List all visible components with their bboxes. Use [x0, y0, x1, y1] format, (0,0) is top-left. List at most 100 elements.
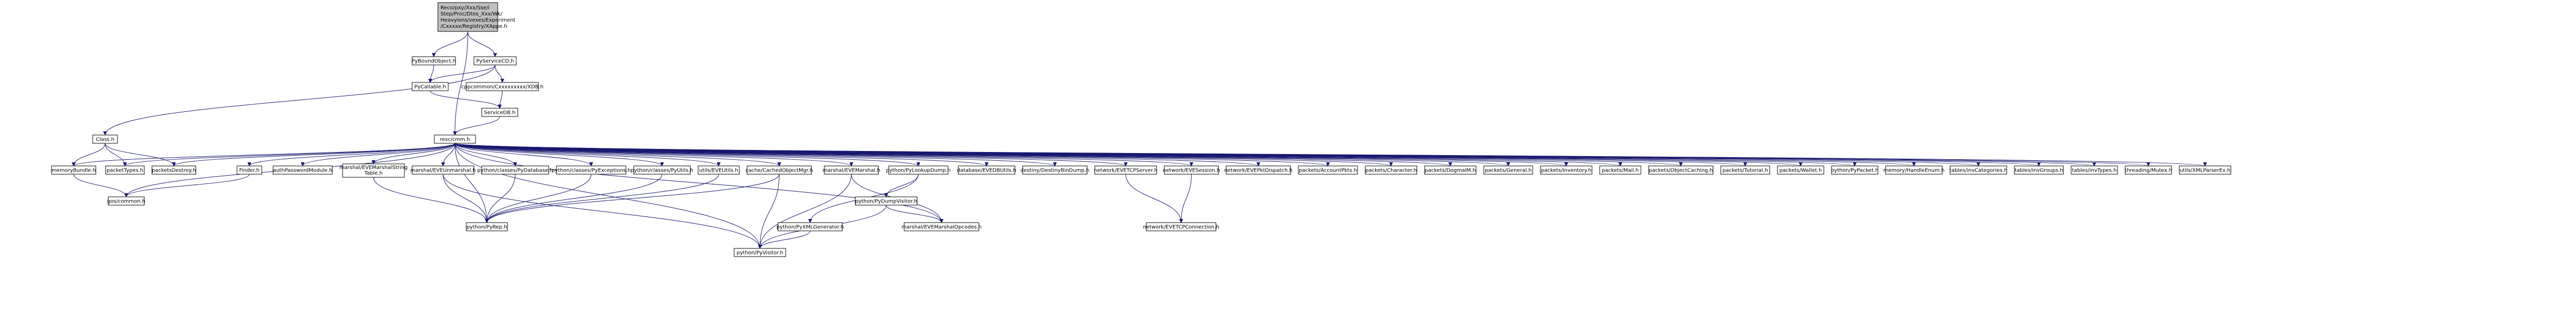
file-node-packetTypes[interactable]: packetTypes.h	[105, 165, 145, 175]
file-node-label: cppcommon/Cxxxxxxxxx/XDB.h	[461, 85, 544, 90]
file-node-authPasswd[interactable]: authPasswordModule.h	[273, 165, 333, 175]
root-file-node: Reco/pxy/Xxx/Sse/iStep/Proc/Dtes_Xxx/Wk/…	[437, 2, 516, 32]
file-node-pWallet[interactable]: packets/Wallet.h	[1777, 165, 1824, 175]
file-node-label: marshal/EVEMarshalOpcodes.h	[902, 225, 982, 230]
file-node-label: packets/General.h	[1485, 168, 1532, 174]
dependency-edge	[430, 90, 500, 109]
file-node-pycallable[interactable]: PyCallable.h	[412, 82, 449, 91]
file-node-utils[interactable]: utils/EVEUtils.h	[698, 165, 740, 175]
file-node-pyaccess[interactable]: Finder.h	[236, 165, 262, 175]
dependency-edge	[467, 31, 495, 57]
dependency-edge	[443, 143, 455, 166]
file-node-label: packets/ObjectCaching.h	[1649, 168, 1713, 174]
file-node-pObjCache[interactable]: packets/ObjectCaching.h	[1648, 165, 1714, 175]
file-node-label: packetTypes.h	[107, 168, 143, 174]
file-node-cppservicestub[interactable]: cppcommon/Cxxxxxxxxx/XDB.h	[461, 82, 544, 91]
file-node-pyRepMain[interactable]: python/PyRep.h	[466, 222, 508, 231]
file-node-marshalDec[interactable]: marshal/EVEMarshalOpcodes.h	[902, 222, 982, 231]
file-node-pyDumpVisitor[interactable]: python/PyDumpVisitor.h	[855, 196, 918, 206]
file-node-pTutorial[interactable]: packets/Tutorial.h	[1720, 165, 1770, 175]
file-node-pybase[interactable]: Class.h	[92, 135, 118, 144]
file-node-label: threading/Mutex.h	[2125, 168, 2172, 174]
dependency-edge	[500, 90, 503, 108]
dependency-edge	[454, 143, 760, 248]
file-node-network[interactable]: network/EVETCPServer.h	[1094, 165, 1158, 175]
file-node-netSession[interactable]: network/EVESession.h	[1163, 165, 1220, 175]
dependency-edge	[886, 174, 919, 197]
file-node-label: python/PyPacket.h	[1831, 168, 1879, 174]
dependency-edge	[760, 174, 852, 248]
file-node-label: packetsDestroy.h	[152, 168, 196, 174]
file-node-pyUtils[interactable]: python/classes/PyUtils.h	[631, 165, 693, 175]
dependency-edge	[454, 143, 987, 166]
file-node-label: packets/AccountPkts.h	[1299, 168, 1357, 174]
file-node-srcobj[interactable]: ServiceDB.h	[481, 108, 518, 117]
file-node-label: network/EVEPktDispatch.h	[1224, 168, 1293, 174]
file-node-pInventory[interactable]: packets/Inventory.h	[1540, 165, 1592, 175]
file-node-pyVisitor[interactable]: python/classes/PyDatabase.h	[477, 165, 553, 175]
file-node-tablesTypes[interactable]: tables/invTypes.h	[2071, 165, 2118, 175]
root-file-label: Heavyions/vexes/Experiment	[440, 18, 516, 23]
file-node-label: network/EVESession.h	[1163, 168, 1220, 174]
file-node-pMail[interactable]: packets/Mail.h	[1599, 165, 1641, 175]
file-node-label: packets/Mail.h	[1602, 168, 1639, 174]
dependency-edge	[454, 143, 1055, 166]
file-node-logs[interactable]: gos/common.h	[107, 196, 145, 206]
file-node-marshalMar[interactable]: marshal/EVEMarshal.h	[822, 165, 880, 175]
file-node-marshalUnm[interactable]: marshal/EVEUnmarshal.h	[411, 165, 476, 175]
file-node-label: python/PyXMLGenerator.h	[776, 225, 844, 230]
file-node-pAccount[interactable]: packets/AccountPkts.h	[1298, 165, 1358, 175]
dependency-edge	[105, 143, 174, 166]
file-node-netDispatch[interactable]: network/EVEPktDispatch.h	[1224, 165, 1293, 175]
file-node-label: destiny/DestinyBinDump.h	[1021, 168, 1090, 174]
file-node-label: marshal/EVEMarshal.h	[822, 168, 880, 174]
file-node-pylookup[interactable]: python/PyLookupDump.h	[886, 165, 951, 175]
file-node-label: python/PyVisitor.h	[737, 250, 783, 256]
dependency-edge	[125, 143, 455, 166]
dependency-edge	[454, 143, 719, 166]
dependency-edge	[1125, 174, 1181, 223]
file-node-label: tables/invCategories.h	[1950, 168, 2007, 174]
file-node-label: python/classes/PyDatabase.h	[477, 168, 553, 174]
file-node-tablesCat[interactable]: tables/invCategories.h	[1950, 165, 2007, 175]
file-node-memHandle[interactable]: memory/HandleEnum.h	[1884, 165, 1945, 175]
file-node-pyXML[interactable]: python/PyXMLGenerator.h	[776, 222, 844, 231]
file-node-hub[interactable]: resc/cmm.h	[434, 135, 476, 144]
dependency-edge	[454, 143, 919, 166]
file-node-pChar[interactable]: packets/Character.h	[1365, 165, 1417, 175]
file-node-label: packets/Wallet.h	[1780, 168, 1822, 174]
file-node-pyVisitorBase[interactable]: python/PyVisitor.h	[734, 248, 786, 257]
dependency-edge	[760, 230, 810, 249]
file-node-pyRep[interactable]: python/PyPacket.h	[1831, 165, 1879, 175]
file-node-label: Class.h	[96, 137, 114, 143]
dependency-edge	[454, 143, 662, 166]
file-node-label: Finder.h	[239, 168, 259, 174]
file-node-label: packets/Inventory.h	[1541, 168, 1591, 174]
file-node-db[interactable]: database/EVEDBUtils.h	[957, 165, 1016, 175]
dependency-edge	[73, 174, 126, 197]
file-node-xmlParser[interactable]: utils/XMLParserEx.h	[2179, 165, 2231, 175]
file-node-pybound[interactable]: PyBoundObject.h	[412, 56, 456, 65]
file-node-label: packets/DogmaIM.h	[1425, 168, 1476, 174]
dependency-edge	[454, 143, 779, 166]
file-node-label: packets/Tutorial.h	[1722, 168, 1768, 174]
dependency-edge	[174, 143, 455, 166]
file-node-pDogma[interactable]: packets/DogmaIM.h	[1424, 165, 1477, 175]
dependency-edge	[455, 116, 500, 136]
file-node-label: marshal/EVEMarshalString	[340, 165, 408, 171]
file-node-memoryBundle[interactable]: memoryBundle.h	[51, 165, 96, 175]
dependency-edge	[760, 174, 779, 248]
file-node-pyserver[interactable]: PyServiceCD.h	[473, 56, 517, 65]
file-node-pyExc[interactable]: python/classes/PyExceptions.h	[552, 165, 631, 175]
file-node-label: ServiceDB.h	[484, 110, 515, 116]
file-node-destiny[interactable]: destiny/DestinyBinDump.h	[1021, 165, 1090, 175]
dependency-edge	[443, 174, 487, 223]
file-node-cached[interactable]: cache/CachedObjectMgr.h	[745, 165, 813, 175]
file-node-netTCP[interactable]: network/EVETCPConnection.h	[1143, 222, 1219, 231]
dependency-edge	[455, 31, 468, 135]
file-node-threading[interactable]: threading/Mutex.h	[2125, 165, 2172, 175]
file-node-tablesGroups[interactable]: tables/invGroups.h	[2014, 165, 2064, 175]
file-node-pGeneral[interactable]: packets/General.h	[1483, 165, 1533, 175]
file-node-packetsDestroy[interactable]: packetsDestroy.h	[151, 165, 196, 175]
